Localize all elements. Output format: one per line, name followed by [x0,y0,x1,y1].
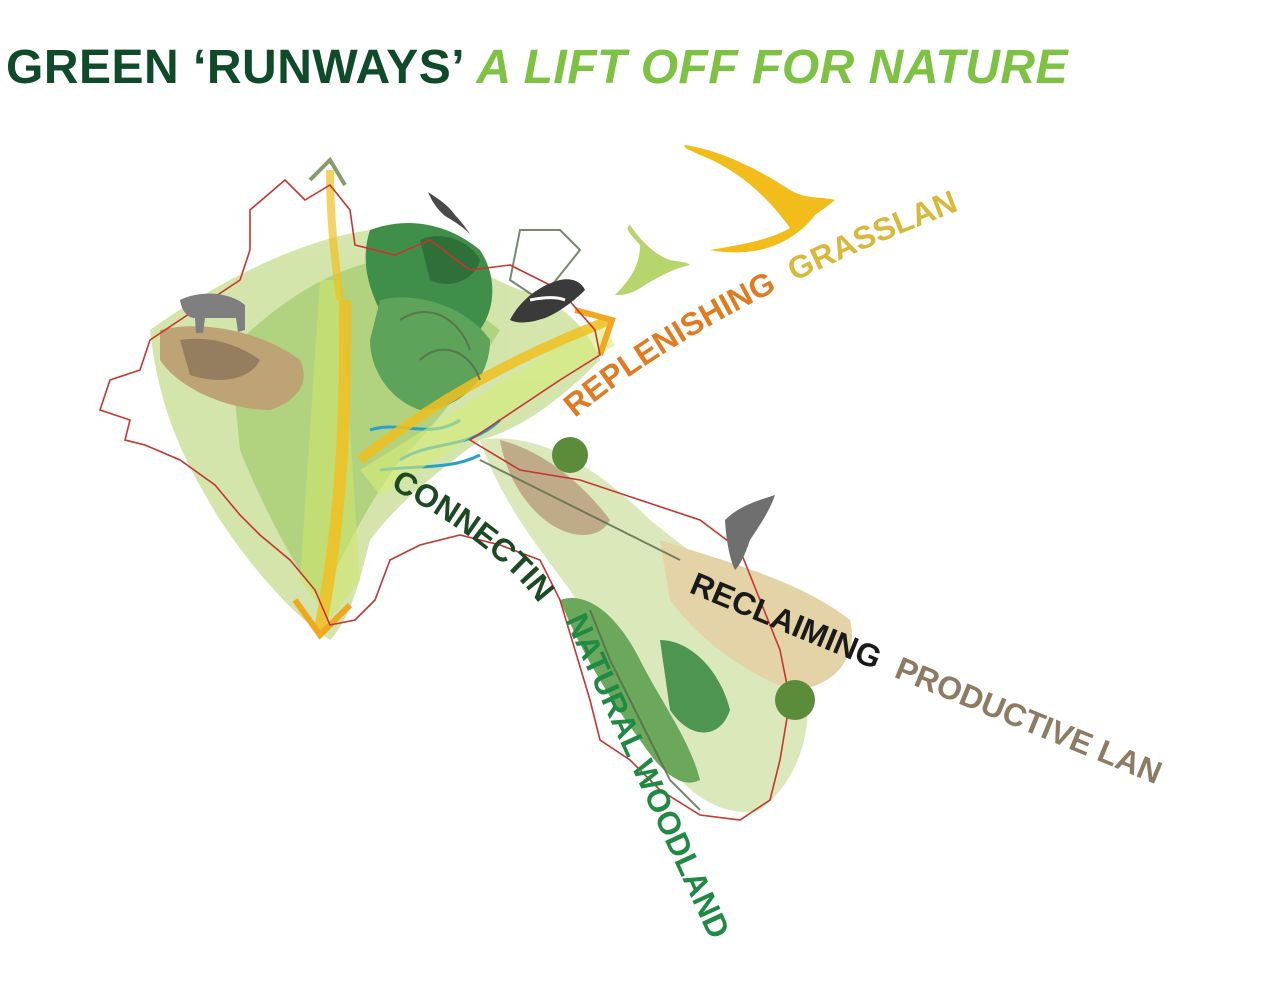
label-grasslands: GRASSLANDS [0,0,962,288]
tree-icon [552,437,815,720]
green-bird-icon [615,225,690,296]
land-wash [150,230,852,812]
gull-icon [428,192,470,234]
title-main: GREEN ‘RUNWAYS’ [6,41,463,94]
cow-icon [180,293,245,333]
page-title: GREEN ‘RUNWAYS’ A LIFT OFF FOR NATURE [6,38,1068,98]
path-sketch-lines [399,229,701,811]
yellow-bird-icon [684,145,835,253]
lapwing-icon [510,279,585,323]
title-subtitle: A LIFT OFF FOR NATURE [476,41,1069,94]
heron-icon [725,495,775,570]
runway-corridors [292,156,616,640]
